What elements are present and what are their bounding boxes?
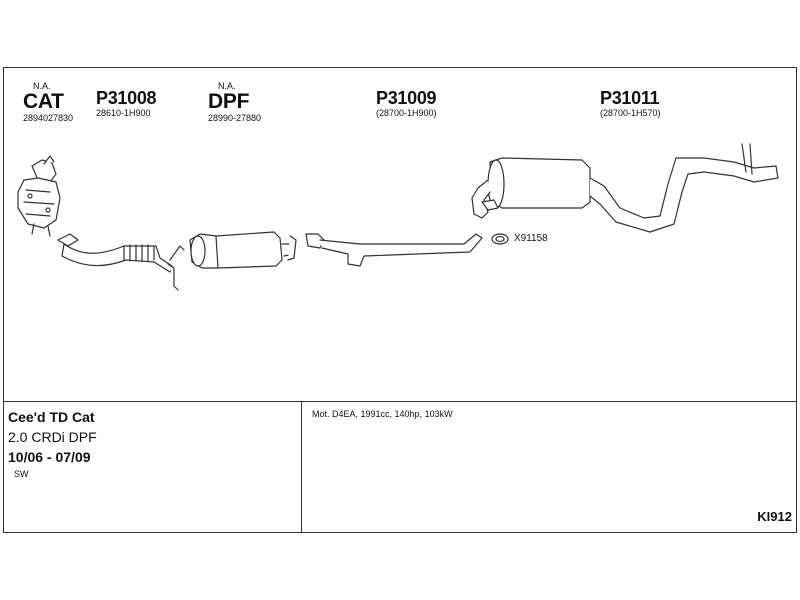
part-dpf-ref: 28990-27880: [208, 113, 262, 123]
front-pipe-drawing: [57, 233, 185, 291]
part-cat-code: CAT: [23, 90, 64, 113]
part-p31008-ref: 28610-1H900: [96, 108, 151, 118]
clamp-drawing: [491, 233, 509, 245]
vehicle-period: 10/06 - 07/09: [8, 449, 91, 465]
part-cat-availability: N.A.: [33, 81, 51, 91]
part-dpf[interactable]: N.A. DPF 28990-27880: [208, 81, 261, 124]
part-p31008-code: P31008: [96, 88, 157, 108]
part-cat-ref: 2894027830: [23, 113, 74, 123]
vehicle-model: Cee'd TD Cat: [8, 409, 95, 425]
exhaust-parts-drawing: [17, 143, 779, 291]
vehicle-engine: 2.0 CRDi DPF: [8, 429, 97, 445]
catalyst-drawing: [17, 155, 61, 237]
part-dpf-code: DPF: [208, 90, 250, 113]
part-cat[interactable]: N.A. CAT 2894027830: [23, 81, 73, 124]
rear-silencer-drawing: [471, 143, 779, 233]
engine-info-panel: Mot. D4EA, 1991cc, 140hp, 103kW KI912: [302, 402, 796, 532]
part-p31009-ref: (28700-1H900): [376, 108, 437, 118]
part-p31009[interactable]: P31009 (28700-1H900): [376, 88, 437, 119]
intermediate-pipe-drawing: [305, 233, 483, 267]
clamp-code[interactable]: X91158: [514, 233, 548, 244]
part-dpf-availability: N.A.: [218, 81, 236, 91]
vehicle-body-type: SW: [14, 469, 29, 479]
part-p31009-code: P31009: [376, 88, 437, 108]
part-p31011-ref: (28700-1H570): [600, 108, 661, 118]
parts-diagram-area: N.A. CAT 2894027830 P31008 28610-1H900 N…: [4, 68, 796, 402]
part-p31011[interactable]: P31011 (28700-1H570): [600, 88, 661, 119]
part-p31008[interactable]: P31008 28610-1H900: [96, 88, 157, 119]
vehicle-info-panel: Cee'd TD Cat 2.0 CRDi DPF 10/06 - 07/09 …: [4, 402, 302, 532]
exhaust-system-sheet: N.A. CAT 2894027830 P31008 28610-1H900 N…: [3, 67, 797, 533]
dpf-drawing: [189, 231, 297, 269]
part-p31011-code: P31011: [600, 88, 660, 108]
engine-spec: Mot. D4EA, 1991cc, 140hp, 103kW: [312, 409, 453, 419]
kit-code: KI912: [757, 509, 792, 524]
